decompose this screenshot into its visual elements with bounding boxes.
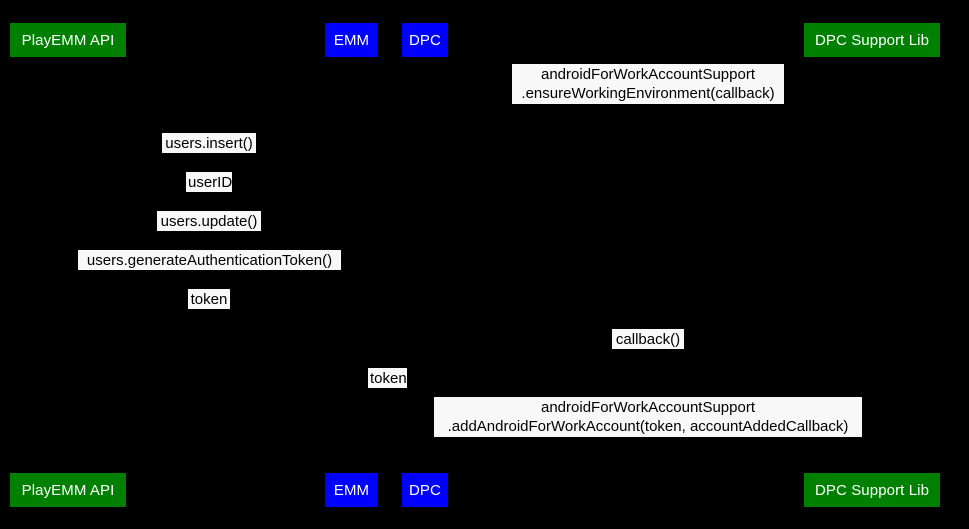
message-label-msg-userid: userID [186,172,233,192]
participant-label: EMM [333,481,370,499]
participant-playemm-api-top[interactable]: PlayEMM API [10,23,126,57]
message-label-msg-generate-authentication-token: users.generateAuthenticationToken() [78,250,341,270]
participant-dpc-support-lib-top[interactable]: DPC Support Lib [804,23,940,57]
lifeline-playemm-api [67,57,69,473]
lifeline-dpc-support-lib [871,57,873,473]
message-label-msg-users-insert: users.insert() [162,133,256,153]
message-arrow-msg-users-insert [162,153,256,154]
participant-emm-top[interactable]: EMM [325,23,378,57]
message-label-msg-token-to-emm: token [188,289,230,309]
participant-label: DPC [409,31,441,49]
participant-label: PlayEMM API [21,481,115,499]
message-label-msg-callback: callback() [612,329,684,349]
message-arrow-msg-users-update [157,231,261,232]
participant-label: PlayEMM API [21,31,115,49]
message-label-msg-users-update: users.update() [157,211,261,231]
participant-label: DPC Support Lib [814,481,930,499]
lifeline-emm [351,57,352,473]
participant-dpc-top[interactable]: DPC [402,23,448,57]
participant-dpc-bottom[interactable]: DPC [402,473,448,507]
message-label-msg-ensure-working-environment: androidForWorkAccountSupport .ensureWork… [512,64,784,104]
message-arrow-msg-userid [186,192,232,193]
message-label-msg-token-to-dpc: token [368,368,407,388]
participant-label: DPC [409,481,441,499]
participant-emm-bottom[interactable]: EMM [325,473,378,507]
message-arrow-msg-token-to-dpc [368,388,407,389]
message-label-msg-add-android-for-work-account: androidForWorkAccountSupport .addAndroid… [434,397,862,437]
participant-label: DPC Support Lib [814,31,930,49]
message-arrow-msg-add-android-for-work-account [434,437,862,438]
message-arrow-msg-token-to-emm [188,309,230,310]
participant-label: EMM [333,31,370,49]
participant-playemm-api-bottom[interactable]: PlayEMM API [10,473,126,507]
message-arrow-msg-ensure-working-environment [512,104,784,105]
participant-dpc-support-lib-bottom[interactable]: DPC Support Lib [804,473,940,507]
lifeline-dpc [424,57,426,473]
message-arrow-msg-generate-authentication-token [78,270,341,271]
message-arrow-msg-callback [612,349,684,350]
